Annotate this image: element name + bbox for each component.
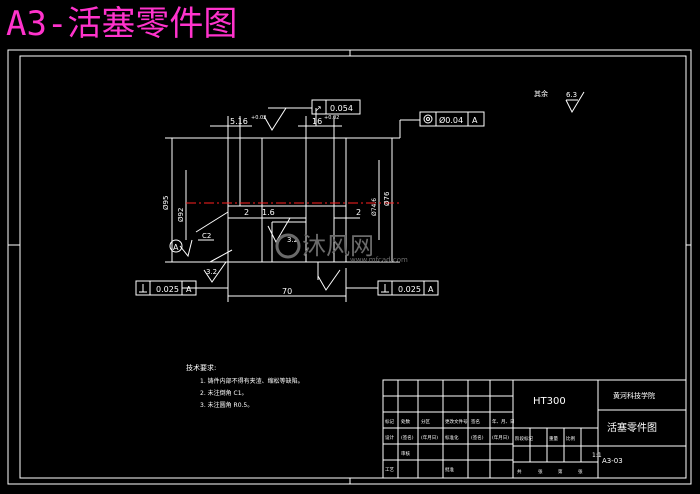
label-approve: 批准: [445, 466, 454, 473]
dim-left-small: Ø92: [177, 208, 185, 222]
tolerance-frames: [135, 99, 485, 296]
title-block: [382, 379, 687, 479]
dim-right-vertical: Ø76: [383, 191, 391, 206]
label-nth: 第: [558, 468, 563, 475]
perp-right-datum: A: [428, 285, 434, 294]
label-zone: 分区: [421, 418, 430, 425]
perp-right-value: 0.025: [398, 285, 421, 294]
label-standard-sign: (签名): [471, 434, 484, 441]
runout-value: 0.054: [330, 104, 353, 113]
roughness-others-label: 其余: [534, 89, 548, 98]
material-label: HT300: [533, 396, 566, 407]
perp-left-value: 0.025: [156, 285, 179, 294]
label-mark: 标记: [385, 418, 394, 425]
perp-left-datum: A: [186, 285, 192, 294]
notes-title: 技术要求:: [186, 363, 216, 372]
note-2: 2. 未注倒角 C1。: [200, 389, 248, 397]
rough-small-mid: 3.2: [287, 236, 298, 244]
perpendicular-symbols: [139, 284, 389, 293]
dim-top-left: 5.16: [230, 117, 248, 126]
dim-length: 70: [282, 287, 292, 296]
scale-value: 1:1: [592, 452, 602, 459]
label-weight: 重量: [549, 435, 558, 442]
roughness-symbols: [179, 91, 585, 291]
watermark: 沐风网 www.mfcad.com: [275, 232, 408, 264]
school-name: 黄河科技学院: [613, 391, 655, 400]
watermark-url: www.mfcad.com: [350, 256, 408, 264]
label-standard: 标准化: [445, 434, 459, 441]
dim-top-mid-tol: +0.02: [324, 115, 339, 121]
label-design: 设计: [385, 434, 394, 441]
label-total: 共: [517, 468, 522, 475]
label-review: 审核: [401, 450, 410, 457]
runout-symbol: ↗: [315, 104, 322, 113]
dim-top-left-tol: +0.02: [251, 115, 266, 121]
title-block-labels: 标记 处数 分区 更改文件号 签名 年、月、日 设计 (签名) (年月日) 标准…: [385, 418, 583, 475]
datum-a-label: A: [173, 243, 179, 252]
dim-left-vertical: Ø95: [162, 196, 170, 210]
piston-outline: [165, 107, 420, 302]
watermark-brand: 沐风网: [302, 232, 374, 260]
rough-small-left: 3.2: [206, 268, 217, 276]
label-stage: 阶段标记: [515, 435, 533, 442]
part-name: 活塞零件图: [607, 421, 657, 434]
label-design-date: (年月日): [421, 434, 438, 441]
label-process: 工艺: [385, 467, 394, 473]
datum-a-marker: A: [169, 239, 183, 253]
label-sheet-1: 张: [538, 468, 543, 475]
label-sign: 签名: [471, 418, 480, 425]
label-scale: 比例: [566, 435, 575, 442]
dim-right-tol: Ø74.6: [371, 198, 378, 216]
drawing-number: A3-03: [602, 457, 623, 465]
dim-top-mid: 16: [312, 117, 322, 126]
label-standard-date: (年月日): [492, 434, 509, 441]
label-date: 年、月、日: [492, 418, 515, 425]
watermark-logo-icon: [275, 233, 301, 259]
label-change-doc: 更改文件号: [445, 418, 468, 425]
dim-groove-mid: 1.6: [262, 208, 275, 217]
dim-groove-right: 2: [356, 208, 361, 217]
page-headline: A3-活塞零件图: [6, 4, 238, 44]
dim-groove-left: 2: [244, 208, 249, 217]
note-1: 1. 铸件内部不得有夹渣、缩松等缺陷。: [200, 377, 304, 385]
concentricity-value: Ø0.04: [439, 115, 463, 125]
chamfer-label: C2: [202, 232, 211, 240]
concentricity-datum: A: [472, 116, 478, 125]
label-sheet-2: 张: [578, 468, 583, 475]
roughness-others-value: 6.3: [566, 91, 577, 99]
label-count: 处数: [401, 418, 410, 425]
drawing-frame: [7, 49, 692, 485]
label-design-sign: (签名): [401, 434, 414, 441]
note-3: 3. 未注圆角 R0.5。: [200, 401, 253, 409]
